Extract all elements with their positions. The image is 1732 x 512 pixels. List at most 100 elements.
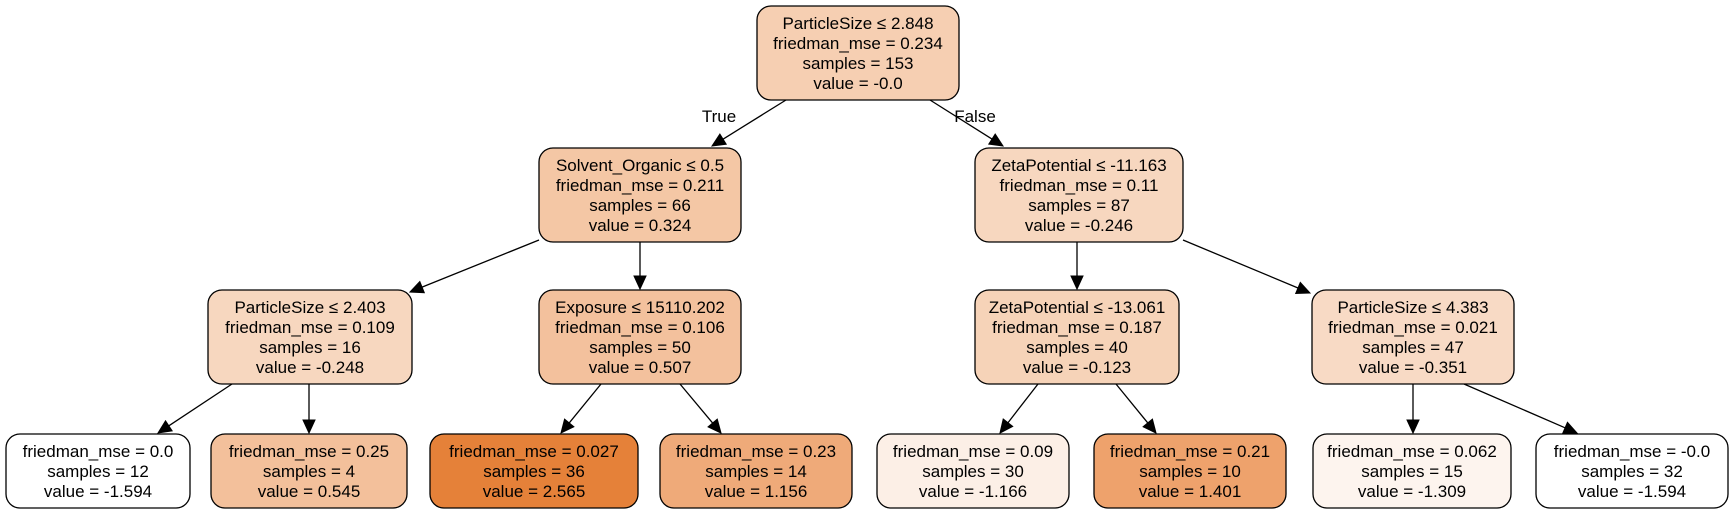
node-box [429, 433, 639, 509]
node-box [756, 5, 960, 101]
node-text-line: samples = 87 [1028, 196, 1130, 215]
edge-arrowhead [633, 275, 647, 291]
node-text-line: samples = 50 [589, 338, 691, 357]
node-text-line: value = 0.507 [589, 358, 692, 377]
edge-line [722, 99, 787, 140]
edge-line [568, 383, 602, 424]
edge-line [1115, 383, 1149, 424]
tree-edge-n6-n13 [1406, 384, 1420, 435]
edge-line [929, 99, 993, 140]
node-text-line: samples = 14 [705, 462, 807, 481]
node-box [207, 289, 413, 385]
edge-arrowhead [710, 133, 728, 147]
node-text-line: friedman_mse = 0.25 [229, 442, 389, 461]
node-text-line: value = -1.309 [1358, 482, 1466, 501]
edge-line [679, 383, 714, 424]
node-text-line: value = -0.246 [1025, 216, 1133, 235]
edge-label-false: False [954, 107, 996, 126]
node-text-line: samples = 12 [47, 462, 149, 481]
node-text-line: friedman_mse = 0.234 [773, 34, 943, 53]
tree-edge-n5-n12 [1115, 383, 1157, 434]
node-text-line: friedman_mse = 0.062 [1327, 442, 1497, 461]
node-text-line: samples = 4 [263, 462, 355, 481]
node-text-line: friedman_mse = 0.109 [225, 318, 395, 337]
node-text-line: friedman_mse = 0.187 [992, 318, 1162, 337]
node-box [5, 433, 191, 509]
edge-arrowhead [987, 133, 1005, 147]
node-box [974, 147, 1184, 243]
edge-line [1182, 239, 1299, 289]
node-text-line: friedman_mse = 0.11 [1000, 176, 1159, 195]
node-box [538, 147, 742, 243]
node-text-line: samples = 66 [589, 196, 691, 215]
tree-edge-n2-n5 [1070, 242, 1084, 291]
node-text-line: ZetaPotential ≤ -13.061 [989, 298, 1166, 317]
node-text-line: friedman_mse = 0.211 [556, 176, 724, 195]
node-text-line: friedman_mse = 0.21 [1110, 442, 1270, 461]
node-text-line: Solvent_Organic ≤ 0.5 [556, 156, 724, 175]
node-box [1312, 433, 1512, 509]
tree-edge-n1-n3 [408, 239, 540, 294]
node-text-line: value = 0.545 [258, 482, 361, 501]
node-text-line: value = 2.565 [483, 482, 586, 501]
node-text-line: samples = 30 [922, 462, 1024, 481]
edge-line [421, 239, 540, 288]
node-box [1093, 433, 1287, 509]
edge-arrowhead [157, 419, 174, 434]
tree-edge-n4-n9 [560, 383, 602, 434]
node-text-line: value = -1.594 [44, 482, 152, 501]
node-text-line: samples = 36 [483, 462, 585, 481]
node-box [1535, 433, 1729, 509]
tree-edge-n2-n6 [1182, 239, 1312, 295]
node-box [876, 433, 1070, 509]
tree-edge-n4-n10 [679, 383, 722, 434]
node-text-line: value = -1.166 [919, 482, 1027, 501]
node-text-line: samples = 40 [1026, 338, 1128, 357]
node-text-line: value = -0.123 [1023, 358, 1131, 377]
edge-arrowhead [707, 418, 722, 434]
node-text-line: friedman_mse = 0.0 [23, 442, 174, 461]
node-box [974, 289, 1180, 385]
edges-layer: True False [157, 99, 1579, 435]
edge-line [1007, 383, 1039, 424]
edge-arrowhead [1142, 418, 1157, 434]
node-text-line: samples = 16 [259, 338, 361, 357]
node-text-line: value = -0.351 [1359, 358, 1467, 377]
edge-arrowhead [302, 419, 316, 435]
node-text-line: friedman_mse = -0.0 [1554, 442, 1710, 461]
edge-arrowhead [1406, 419, 1420, 435]
tree-edge-n6-n14 [1463, 383, 1579, 434]
node-text-line: value = -0.0 [813, 74, 902, 93]
edge-label-true: True [702, 107, 736, 126]
tree-edge-n3-n8 [302, 384, 316, 435]
node-text-line: friedman_mse = 0.106 [555, 318, 725, 337]
edge-arrowhead [1070, 275, 1084, 291]
node-text-line: friedman_mse = 0.021 [1328, 318, 1498, 337]
edge-arrowhead [408, 280, 426, 294]
node-text-line: ParticleSize ≤ 2.403 [234, 298, 385, 317]
node-box [210, 433, 408, 509]
node-text-line: value = 1.401 [1139, 482, 1242, 501]
node-text-line: samples = 153 [802, 54, 913, 73]
node-text-line: value = -1.594 [1578, 482, 1686, 501]
node-text-line: samples = 32 [1581, 462, 1683, 481]
tree-edge-n5-n11 [999, 383, 1039, 434]
node-text-line: friedman_mse = 0.027 [449, 442, 619, 461]
node-text-line: samples = 47 [1362, 338, 1464, 357]
